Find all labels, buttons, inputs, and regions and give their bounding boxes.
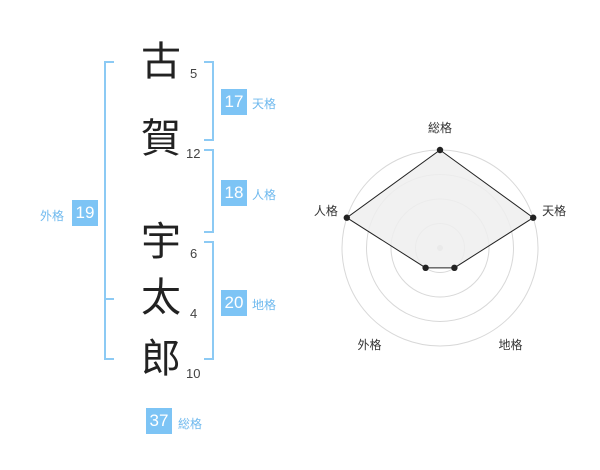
stroke-count-5: 10	[186, 366, 201, 381]
jinkaku-label: 人格	[252, 188, 277, 202]
soukaku-value: 37	[146, 408, 172, 434]
gaikaku-label: 外格	[40, 209, 65, 223]
tenkaku-value: 17	[221, 89, 247, 115]
radar-axis-label-3: 地格	[499, 337, 523, 352]
name-char-1: 古	[141, 39, 181, 85]
chikaku-bracket	[204, 241, 214, 360]
radar-point-1	[436, 146, 444, 154]
name-char-3: 宇	[141, 219, 181, 265]
radar-point-2	[530, 214, 537, 221]
radar-axis-label-1: 総格	[428, 120, 452, 135]
gaikaku-value: 19	[72, 200, 98, 226]
radar-point-5	[343, 214, 350, 221]
chikaku-label: 地格	[252, 298, 277, 312]
jinkaku-bracket	[204, 149, 214, 233]
gaikaku-bracket-tick	[104, 298, 114, 300]
name-char-5: 郎	[141, 336, 181, 382]
name-char-4: 太	[141, 275, 181, 321]
tenkaku-bracket	[204, 61, 214, 141]
stroke-count-2: 12	[186, 146, 201, 161]
stroke-count-4: 4	[190, 306, 198, 321]
radar-value-polygon	[345, 149, 535, 269]
radar-axis-label-5: 人格	[314, 203, 338, 218]
gaikaku-bracket	[104, 61, 114, 360]
chikaku-value: 20	[221, 290, 247, 316]
radar-point-3	[451, 264, 458, 272]
stroke-count-1: 5	[190, 66, 198, 81]
name-char-2: 賀	[141, 116, 181, 162]
radar-axis-label-2: 天格	[542, 203, 566, 218]
radar-point-4	[422, 264, 429, 272]
tenkaku-label: 天格	[252, 97, 277, 111]
stroke-count-3: 6	[190, 246, 198, 261]
radar-axis-label-4: 外格	[357, 337, 381, 352]
soukaku-label: 総格	[178, 417, 203, 431]
jinkaku-value: 18	[221, 180, 247, 206]
